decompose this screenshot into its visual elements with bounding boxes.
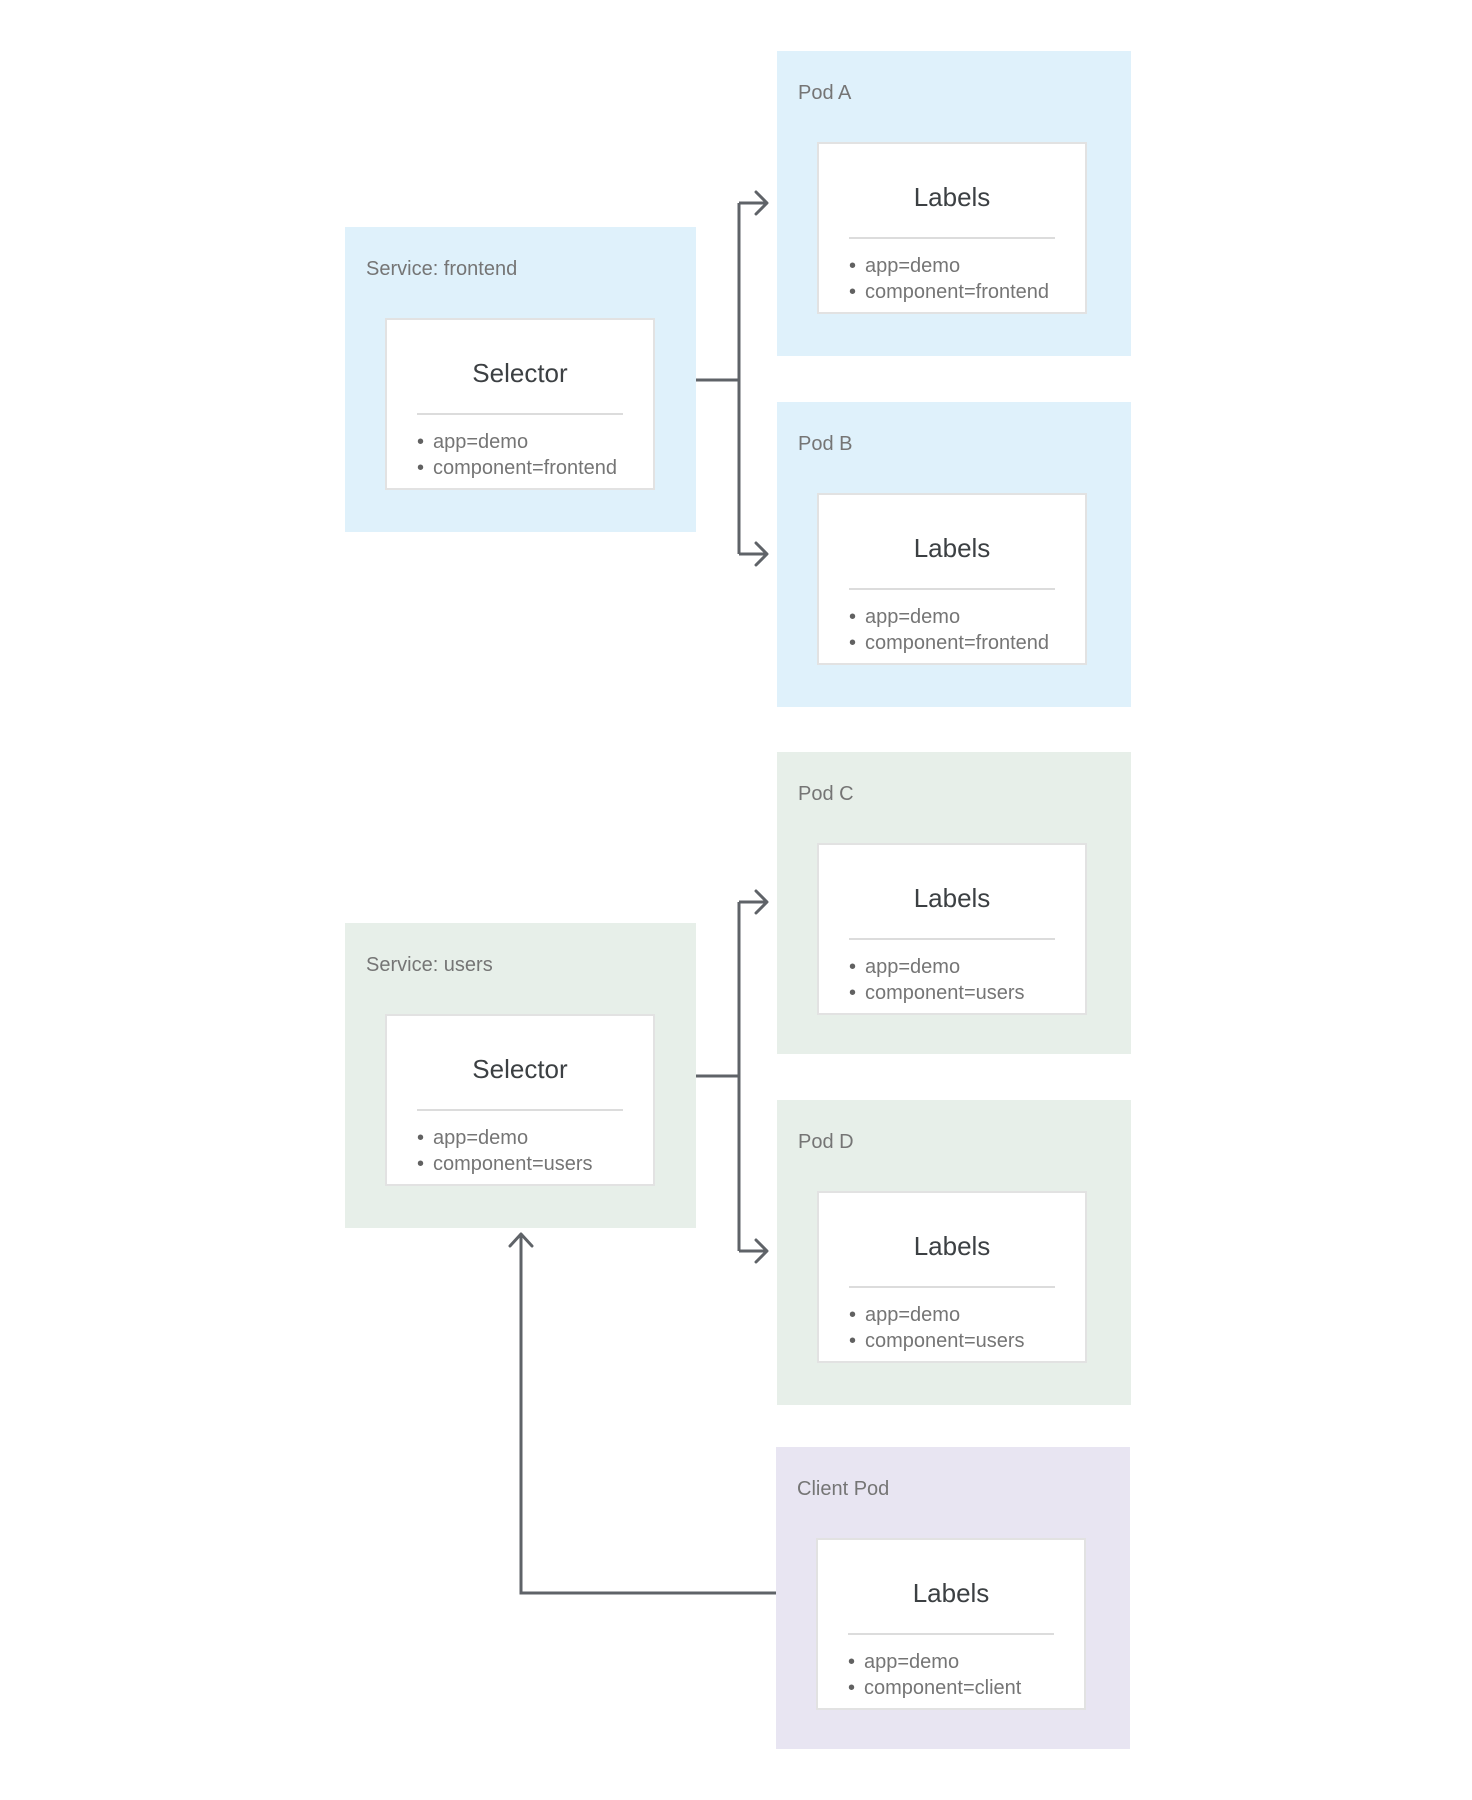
- list-item: component=client: [848, 1675, 1078, 1701]
- client-pod-box: Client Pod Labels app=demo component=cli…: [776, 1447, 1130, 1749]
- list-item: component=users: [849, 980, 1079, 1006]
- list-item: app=demo: [849, 604, 1079, 630]
- pod-d-box: Pod D Labels app=demo component=users: [777, 1100, 1131, 1405]
- card-divider: [849, 588, 1055, 590]
- service-users-title: Service: users: [366, 954, 493, 976]
- pod-a-title: Pod A: [798, 82, 852, 104]
- labels-card-title: Labels: [912, 1578, 990, 1608]
- pod-d-labels-card: Labels app=demo component=users: [817, 1191, 1087, 1363]
- connector-client-to-users: [519, 1236, 777, 1595]
- arrowhead-podc-icon: [754, 889, 769, 915]
- card-divider: [417, 1109, 623, 1111]
- pod-a-labels-card: Labels app=demo component=frontend: [817, 142, 1087, 314]
- labels-list: app=demo component=client: [818, 1649, 1084, 1701]
- list-item: app=demo: [849, 1302, 1079, 1328]
- pod-a-box: Pod A Labels app=demo component=frontend: [777, 51, 1131, 356]
- labels-list: app=demo component=users: [819, 1302, 1085, 1354]
- card-divider: [849, 938, 1055, 940]
- selector-card-title: Selector: [472, 358, 568, 388]
- selector-card-title: Selector: [472, 1054, 568, 1084]
- labels-card-title: Labels: [913, 1231, 991, 1261]
- pod-b-box: Pod B Labels app=demo component=frontend: [777, 402, 1131, 707]
- pod-b-labels-card: Labels app=demo component=frontend: [817, 493, 1087, 665]
- labels-list: app=demo component=frontend: [819, 604, 1085, 656]
- pod-c-title: Pod C: [798, 783, 854, 805]
- list-item: component=users: [417, 1151, 647, 1177]
- selector-list: app=demo component=users: [387, 1125, 653, 1177]
- labels-card-title: Labels: [913, 533, 991, 563]
- client-pod-title: Client Pod: [797, 1478, 890, 1500]
- arrowhead-podb-icon: [754, 541, 769, 567]
- pod-c-box: Pod C Labels app=demo component=users: [777, 752, 1131, 1054]
- labels-list: app=demo component=users: [819, 954, 1085, 1006]
- service-frontend-box: Service: frontend Selector app=demo comp…: [345, 227, 696, 532]
- list-item: app=demo: [849, 253, 1079, 279]
- card-divider: [849, 1286, 1055, 1288]
- connector-users-trunk: [696, 902, 741, 1251]
- service-users-box: Service: users Selector app=demo compone…: [345, 923, 696, 1228]
- labels-list: app=demo component=frontend: [819, 253, 1085, 305]
- list-item: component=users: [849, 1328, 1079, 1354]
- labels-card-title: Labels: [913, 883, 991, 913]
- arrowhead-poda-icon: [754, 190, 769, 216]
- service-frontend-title: Service: frontend: [366, 258, 518, 280]
- pod-c-labels-card: Labels app=demo component=users: [817, 843, 1087, 1015]
- selector-list: app=demo component=frontend: [387, 429, 653, 481]
- arrowhead-podd-icon: [754, 1238, 769, 1264]
- list-item: component=frontend: [417, 455, 647, 481]
- list-item: app=demo: [848, 1649, 1078, 1675]
- list-item: app=demo: [849, 954, 1079, 980]
- list-item: app=demo: [417, 429, 647, 455]
- connector-frontend-trunk: [696, 203, 741, 554]
- card-divider: [848, 1633, 1054, 1635]
- service-users-selector-card: Selector app=demo component=users: [385, 1014, 655, 1186]
- arrowhead-users-icon: [508, 1232, 534, 1248]
- list-item: app=demo: [417, 1125, 647, 1151]
- card-divider: [417, 413, 623, 415]
- list-item: component=frontend: [849, 279, 1079, 305]
- card-divider: [849, 237, 1055, 239]
- client-pod-labels-card: Labels app=demo component=client: [816, 1538, 1086, 1710]
- pod-b-title: Pod B: [798, 433, 853, 455]
- list-item: component=frontend: [849, 630, 1079, 656]
- labels-card-title: Labels: [913, 182, 991, 212]
- service-frontend-selector-card: Selector app=demo component=frontend: [385, 318, 655, 490]
- pod-d-title: Pod D: [798, 1131, 854, 1153]
